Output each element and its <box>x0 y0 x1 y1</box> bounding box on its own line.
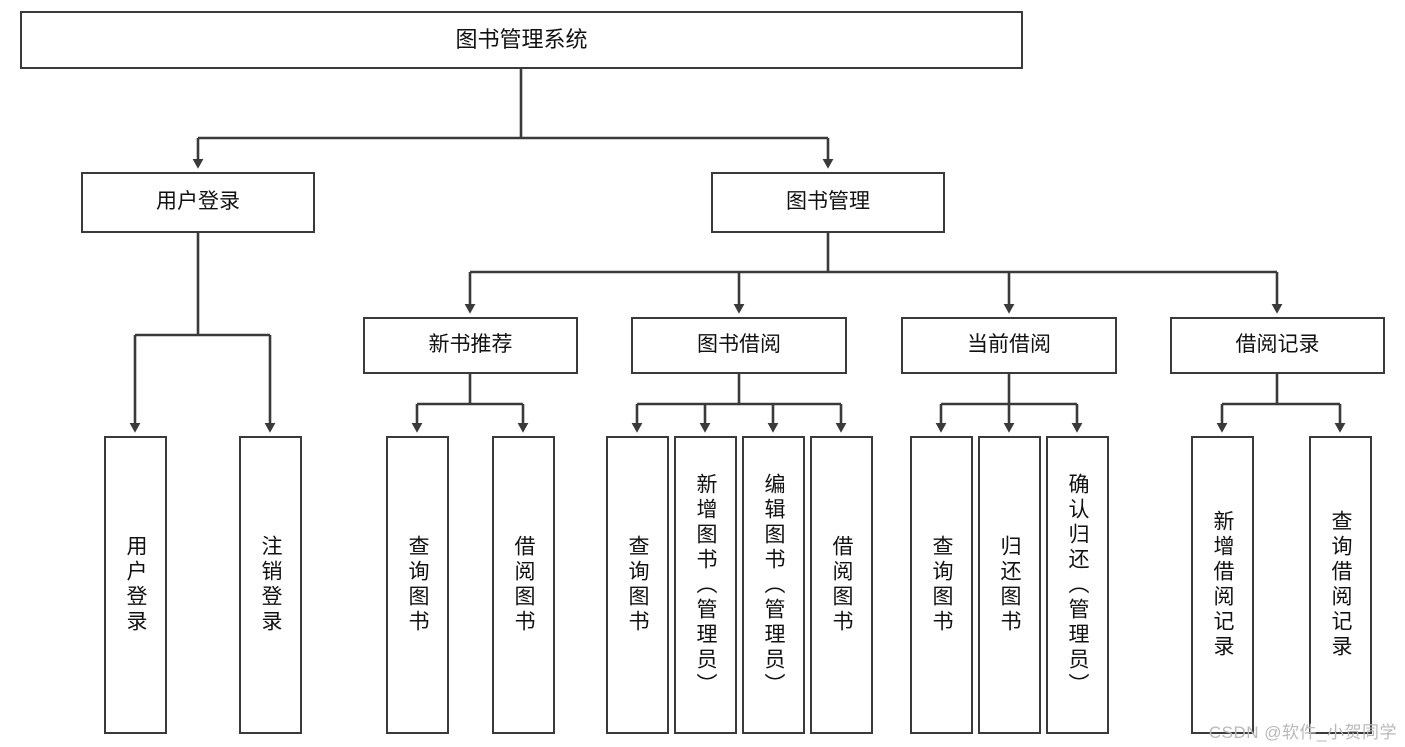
leaf-borrow-record-add-label: 新增借阅记录 <box>1211 510 1234 660</box>
node-book-management-label: 图书管理 <box>786 190 870 214</box>
leaf-current-borrow-confirm-label: 确认归还（管理员） <box>1066 472 1089 698</box>
leaf-current-borrow-query[interactable]: 查询图书 <box>910 436 973 734</box>
node-book-management[interactable]: 图书管理 <box>711 172 945 233</box>
leaf-borrow-record-add[interactable]: 新增借阅记录 <box>1191 436 1254 734</box>
leaf-new-book-borrow-label: 借阅图书 <box>512 535 535 635</box>
node-root-label: 图书管理系统 <box>455 27 588 53</box>
node-root[interactable]: 图书管理系统 <box>20 11 1023 69</box>
node-current-borrow[interactable]: 当前借阅 <box>901 317 1117 374</box>
node-borrow-record[interactable]: 借阅记录 <box>1170 317 1385 374</box>
leaf-current-borrow-return-label: 归还图书 <box>998 535 1021 635</box>
csdn-watermark: CSDN @软件_小贺同学 <box>1208 723 1397 742</box>
leaf-new-book-borrow[interactable]: 借阅图书 <box>492 436 555 734</box>
node-book-borrow[interactable]: 图书借阅 <box>631 317 847 374</box>
leaf-book-borrow-query-label: 查询图书 <box>626 535 649 635</box>
leaf-book-borrow-edit-label: 编辑图书（管理员） <box>762 472 785 698</box>
node-current-borrow-label: 当前借阅 <box>967 333 1051 357</box>
node-book-borrow-label: 图书借阅 <box>697 333 781 357</box>
node-user-login[interactable]: 用户登录 <box>81 172 315 233</box>
leaf-book-borrow-edit[interactable]: 编辑图书（管理员） <box>742 436 805 734</box>
leaf-book-borrow-borrow[interactable]: 借阅图书 <box>810 436 873 734</box>
leaf-current-borrow-confirm[interactable]: 确认归还（管理员） <box>1046 436 1109 734</box>
leaf-user-login-logout-label: 注销登录 <box>259 535 282 635</box>
leaf-user-login-login-label: 用户登录 <box>124 535 147 635</box>
leaf-user-login-logout[interactable]: 注销登录 <box>239 436 302 734</box>
node-new-book-recommend-label: 新书推荐 <box>428 333 513 357</box>
node-new-book-recommend[interactable]: 新书推荐 <box>363 317 578 374</box>
leaf-current-borrow-return[interactable]: 归还图书 <box>978 436 1041 734</box>
leaf-user-login-login[interactable]: 用户登录 <box>104 436 167 734</box>
leaf-book-borrow-add[interactable]: 新增图书（管理员） <box>674 436 737 734</box>
leaf-book-borrow-add-label: 新增图书（管理员） <box>694 472 717 698</box>
leaf-borrow-record-query-label: 查询借阅记录 <box>1329 510 1352 660</box>
leaf-book-borrow-borrow-label: 借阅图书 <box>830 535 853 635</box>
leaf-new-book-query-label: 查询图书 <box>406 535 429 635</box>
leaf-borrow-record-query[interactable]: 查询借阅记录 <box>1309 436 1372 734</box>
node-user-login-label: 用户登录 <box>156 190 240 214</box>
leaf-new-book-query[interactable]: 查询图书 <box>386 436 449 734</box>
leaf-current-borrow-query-label: 查询图书 <box>930 535 953 635</box>
leaf-book-borrow-query[interactable]: 查询图书 <box>606 436 669 734</box>
node-borrow-record-label: 借阅记录 <box>1235 333 1320 357</box>
